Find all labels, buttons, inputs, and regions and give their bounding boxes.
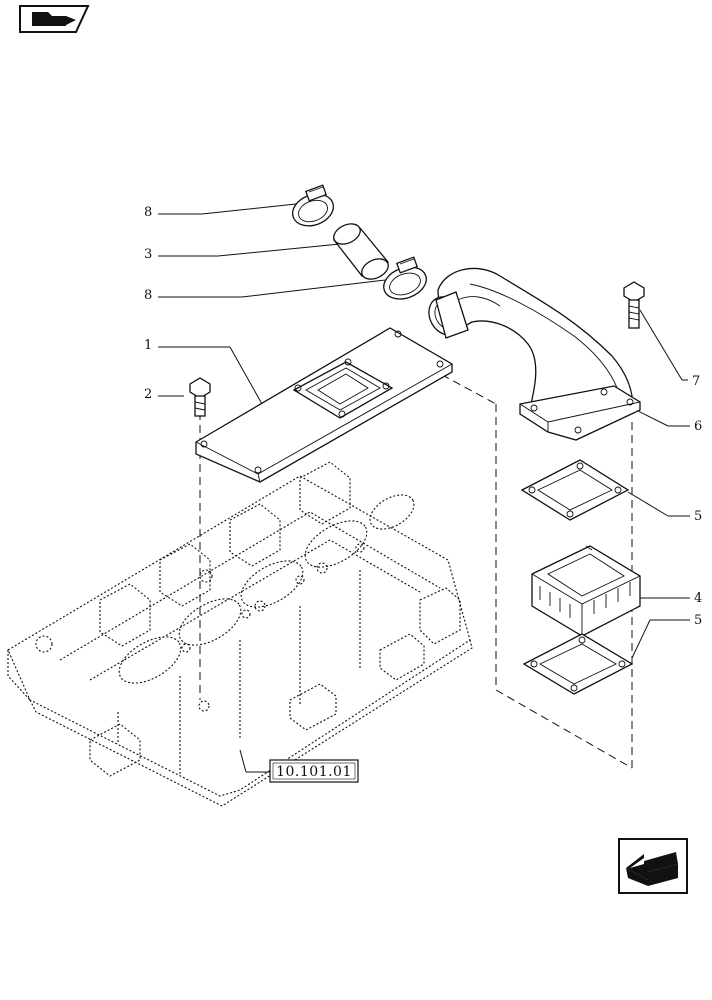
callout-5-lower: 5: [694, 613, 702, 628]
gasket-upper: [520, 459, 630, 521]
callout-4: 4: [694, 591, 702, 606]
callout-2: 2: [144, 387, 152, 402]
cover-plate: [195, 327, 453, 483]
callout-labels: 8 3 8 1 2 7 6 5 4 5: [144, 205, 702, 628]
callout-1: 1: [144, 338, 152, 353]
callout-3: 3: [144, 247, 152, 262]
bolt-7: [623, 281, 645, 329]
callout-8-upper: 8: [144, 205, 152, 220]
hose-clamp-lower: [383, 256, 427, 300]
intake-heater-spacer: [531, 545, 641, 637]
callout-5-upper: 5: [694, 509, 702, 524]
callout-6: 6: [694, 419, 702, 434]
callout-8-lower: 8: [144, 288, 152, 303]
leader-lines: [158, 202, 690, 773]
reference-box-label: 10.101.01: [276, 764, 352, 780]
bolt-2: [189, 377, 211, 417]
reference-box[interactable]: 10.101.01: [269, 759, 359, 783]
gasket-lower: [522, 633, 634, 695]
cylinder-head-reference: [7, 461, 473, 807]
callout-7: 7: [692, 374, 700, 389]
hose-sleeve: [332, 223, 390, 280]
previous-page-arrow-icon[interactable]: [618, 838, 688, 894]
hose-clamp-upper: [291, 184, 335, 227]
book-pointing-hand-icon[interactable]: [18, 4, 90, 34]
intake-elbow: [428, 267, 641, 441]
